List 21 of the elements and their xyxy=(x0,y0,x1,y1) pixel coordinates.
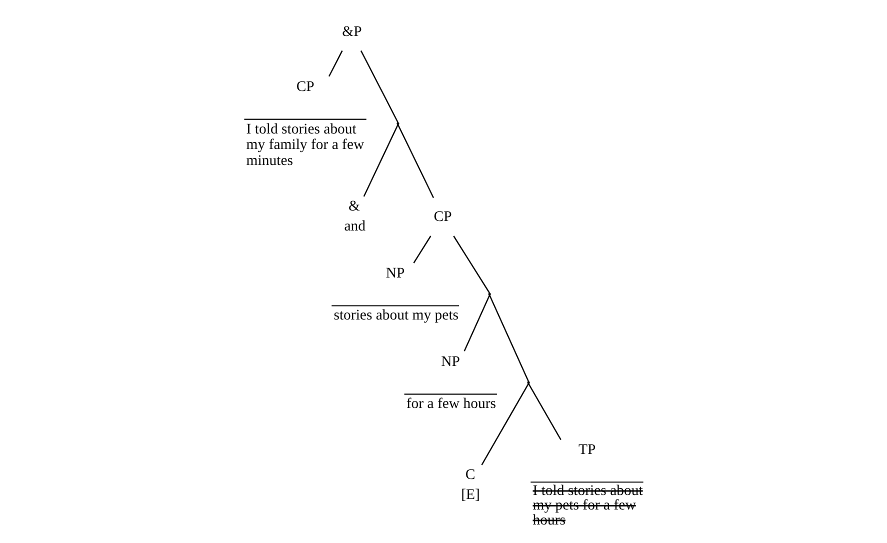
node-text: NP for a few hours xyxy=(406,354,496,412)
connector xyxy=(481,383,530,466)
connector xyxy=(489,295,530,382)
node-text: TP I told stories about my pets for a few hours xyxy=(532,442,643,528)
node-point xyxy=(488,292,491,296)
node-text: CP xyxy=(434,209,452,226)
connector xyxy=(363,124,398,197)
node-text: C [E] xyxy=(461,467,480,504)
node-text: & and xyxy=(344,198,366,235)
connector xyxy=(453,236,490,294)
connector xyxy=(464,295,490,352)
connector xyxy=(528,383,562,440)
node-text: NP stories about my pets xyxy=(334,266,459,324)
connector xyxy=(328,50,343,77)
node-text: CP I told stories about my family for a few minutes xyxy=(246,79,364,169)
node-point xyxy=(396,122,400,125)
node-point xyxy=(527,381,530,384)
connector xyxy=(360,50,398,123)
connector xyxy=(413,236,432,264)
connector xyxy=(397,124,434,198)
node-text: &P xyxy=(342,24,362,40)
